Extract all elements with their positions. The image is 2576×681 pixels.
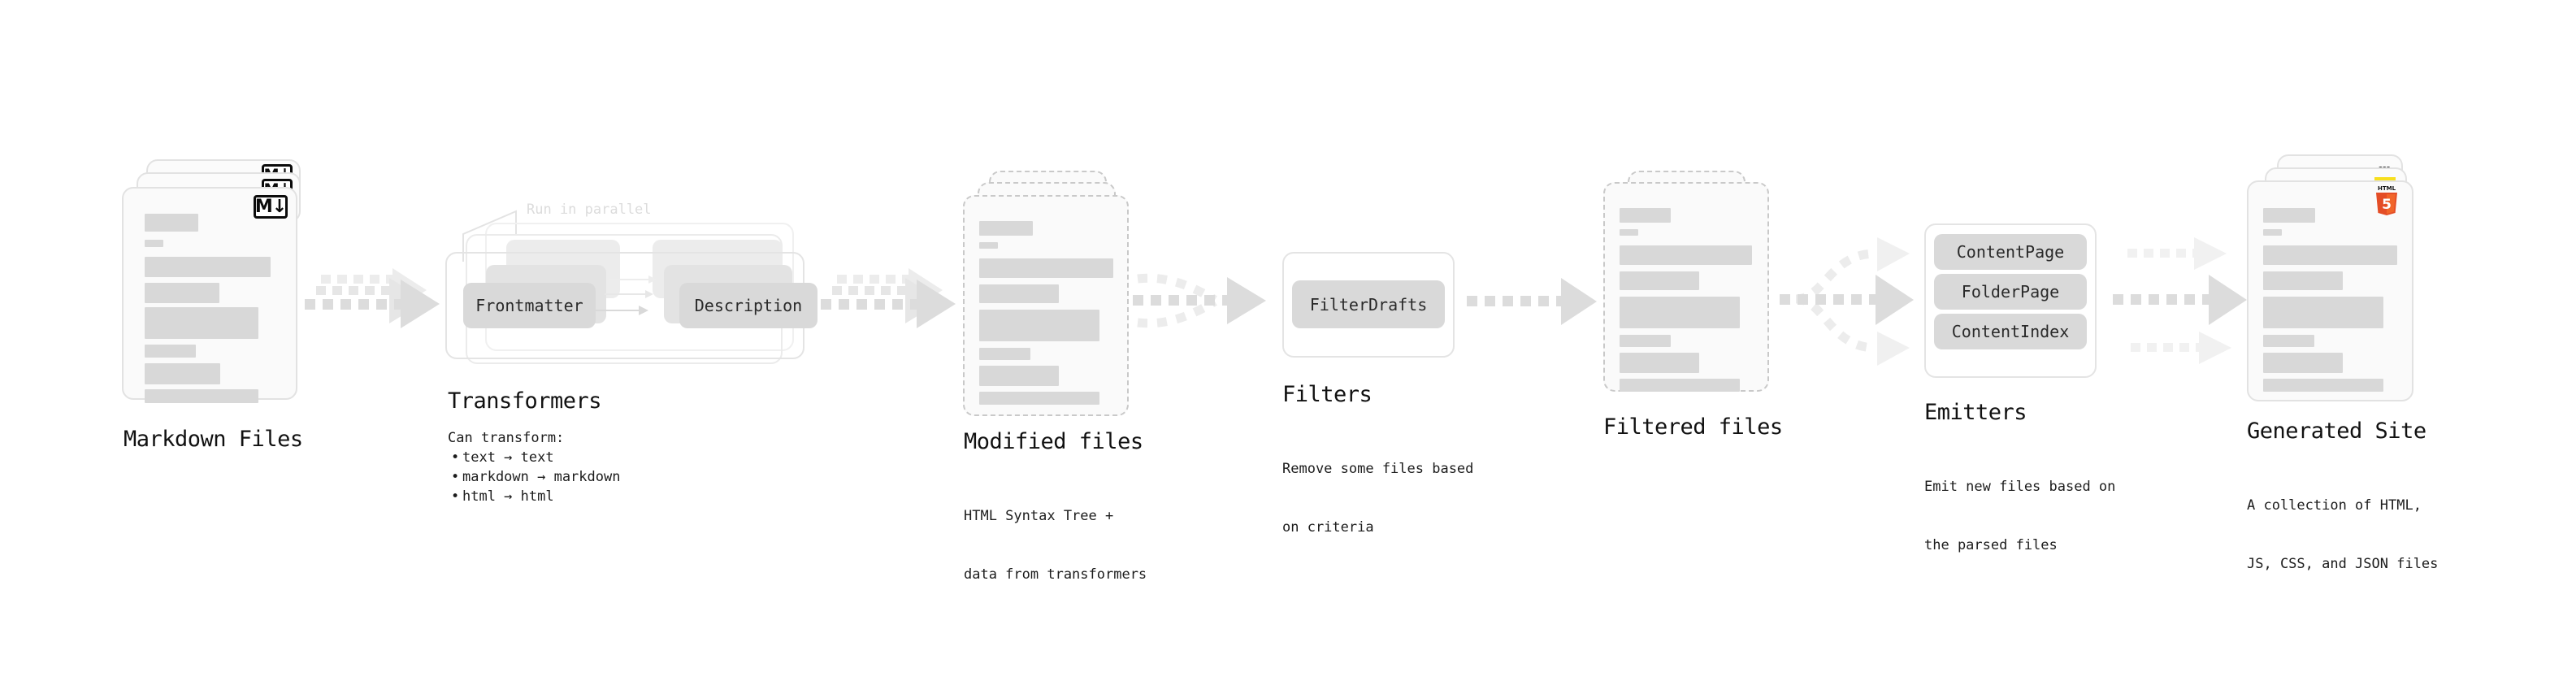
content-bar — [2263, 297, 2383, 328]
content-bar — [2263, 271, 2343, 290]
transformers-description-item: markdown → markdown — [451, 467, 621, 487]
content-bar — [979, 392, 1099, 405]
arrow-modified-files-to-filters — [1133, 273, 1266, 328]
emitters-description: Emit new files based on the parsed files — [1924, 438, 2115, 594]
modified-file-card-front — [963, 195, 1129, 416]
content-bar — [145, 389, 258, 403]
content-bar — [2263, 245, 2397, 265]
content-bar — [1620, 229, 1638, 236]
transformers-description-lead: Can transform: — [448, 430, 565, 446]
content-bar — [979, 258, 1113, 278]
modified-files-card-stack — [963, 171, 1166, 439]
svg-text:5: 5 — [2382, 197, 2392, 213]
arrow-filtered-files-to-emitters — [1780, 237, 1914, 366]
stage-title-filters: Filters — [1282, 382, 1373, 407]
content-bar — [979, 310, 1099, 341]
description-line: the parsed files — [1924, 537, 2058, 553]
content-bar — [2263, 379, 2383, 392]
content-bar — [145, 257, 271, 277]
svg-text:HTML: HTML — [2378, 185, 2396, 192]
filter-chip-filterdrafts[interactable]: FilterDrafts — [1292, 280, 1445, 328]
transformers-description-item: html → html — [451, 487, 620, 506]
stage-title-markdown-files: Markdown Files — [124, 427, 303, 452]
stage-title-emitters: Emitters — [1924, 400, 2027, 425]
description-line: Emit new files based on — [1924, 479, 2116, 495]
stage-title-filtered-files: Filtered files — [1603, 414, 1783, 440]
content-bar — [1620, 353, 1699, 373]
filtered-file-card-front — [1603, 182, 1769, 392]
arrow-filters-to-filtered-files — [1467, 278, 1597, 325]
html5-badge-icon: HTML 5 — [2376, 185, 2397, 215]
generated-site-card-stack: CSS HTML 5 — [2247, 154, 2466, 431]
emitter-chip-contentpage[interactable]: ContentPage — [1934, 234, 2087, 270]
run-in-parallel-label: Run in parallel — [527, 202, 652, 218]
content-bar — [2263, 335, 2314, 347]
content-bar — [979, 348, 1030, 360]
content-bar — [2263, 208, 2315, 223]
content-bar — [979, 366, 1059, 386]
generated-file-card-html — [2247, 180, 2413, 401]
content-bar — [145, 307, 258, 339]
content-bar — [979, 242, 998, 249]
description-line: on criteria — [1282, 519, 1374, 536]
description-line: A collection of HTML, — [2247, 497, 2422, 514]
content-bar — [145, 283, 219, 303]
transformer-chip-description[interactable]: Description — [679, 283, 817, 328]
stage-title-generated-site: Generated Site — [2247, 419, 2426, 444]
generated-site-description: A collection of HTML, JS, CSS, and JSON … — [2247, 457, 2438, 613]
description-line: Remove some files based — [1282, 461, 1474, 477]
content-bar — [145, 214, 198, 232]
emitter-chip-folderpage[interactable]: FolderPage — [1934, 274, 2087, 310]
emitters-group-box — [1924, 223, 2097, 378]
arrow-transformers-to-modified-files — [821, 268, 956, 328]
content-bar — [1620, 335, 1671, 347]
description-line: data from transformers — [964, 566, 1147, 583]
content-bar — [145, 240, 163, 247]
filters-group-box — [1282, 252, 1455, 358]
stage-title-modified-files: Modified files — [964, 429, 1143, 454]
stage-title-transformers: Transformers — [448, 388, 602, 414]
arrow-emitters-to-generated-site — [2113, 237, 2247, 364]
content-bar — [1620, 297, 1740, 328]
content-bar — [979, 221, 1033, 236]
content-bar — [145, 363, 220, 384]
transformers-description: Can transform: text → text markdown → ma… — [448, 428, 620, 506]
description-line: HTML Syntax Tree + — [964, 508, 1114, 524]
content-bar — [979, 284, 1059, 303]
content-bar — [2263, 353, 2343, 373]
filters-description: Remove some files based on criteria — [1282, 420, 1473, 576]
filtered-files-card-stack — [1603, 171, 1806, 439]
content-bar — [1620, 379, 1740, 392]
emitter-chip-contentindex[interactable]: ContentIndex — [1934, 314, 2087, 349]
transformer-chain-arrows — [593, 275, 657, 315]
markdown-badge: M↓ — [254, 195, 288, 219]
arrow-markdown-to-transformers — [305, 268, 440, 328]
transformers-description-item: text → text — [451, 448, 620, 467]
markdown-files-card-stack: M↓ M↓ M↓ — [122, 159, 325, 427]
content-bar — [1620, 271, 1699, 290]
description-line: JS, CSS, and JSON files — [2247, 556, 2439, 572]
content-bar — [2263, 229, 2282, 236]
transformer-chip-frontmatter[interactable]: Frontmatter — [463, 283, 596, 328]
modified-files-description: HTML Syntax Tree + data from transformer… — [964, 467, 1147, 623]
content-bar — [1620, 245, 1752, 265]
content-bar — [145, 345, 196, 358]
markdown-file-card-front — [122, 187, 297, 403]
content-bar — [1620, 208, 1671, 223]
